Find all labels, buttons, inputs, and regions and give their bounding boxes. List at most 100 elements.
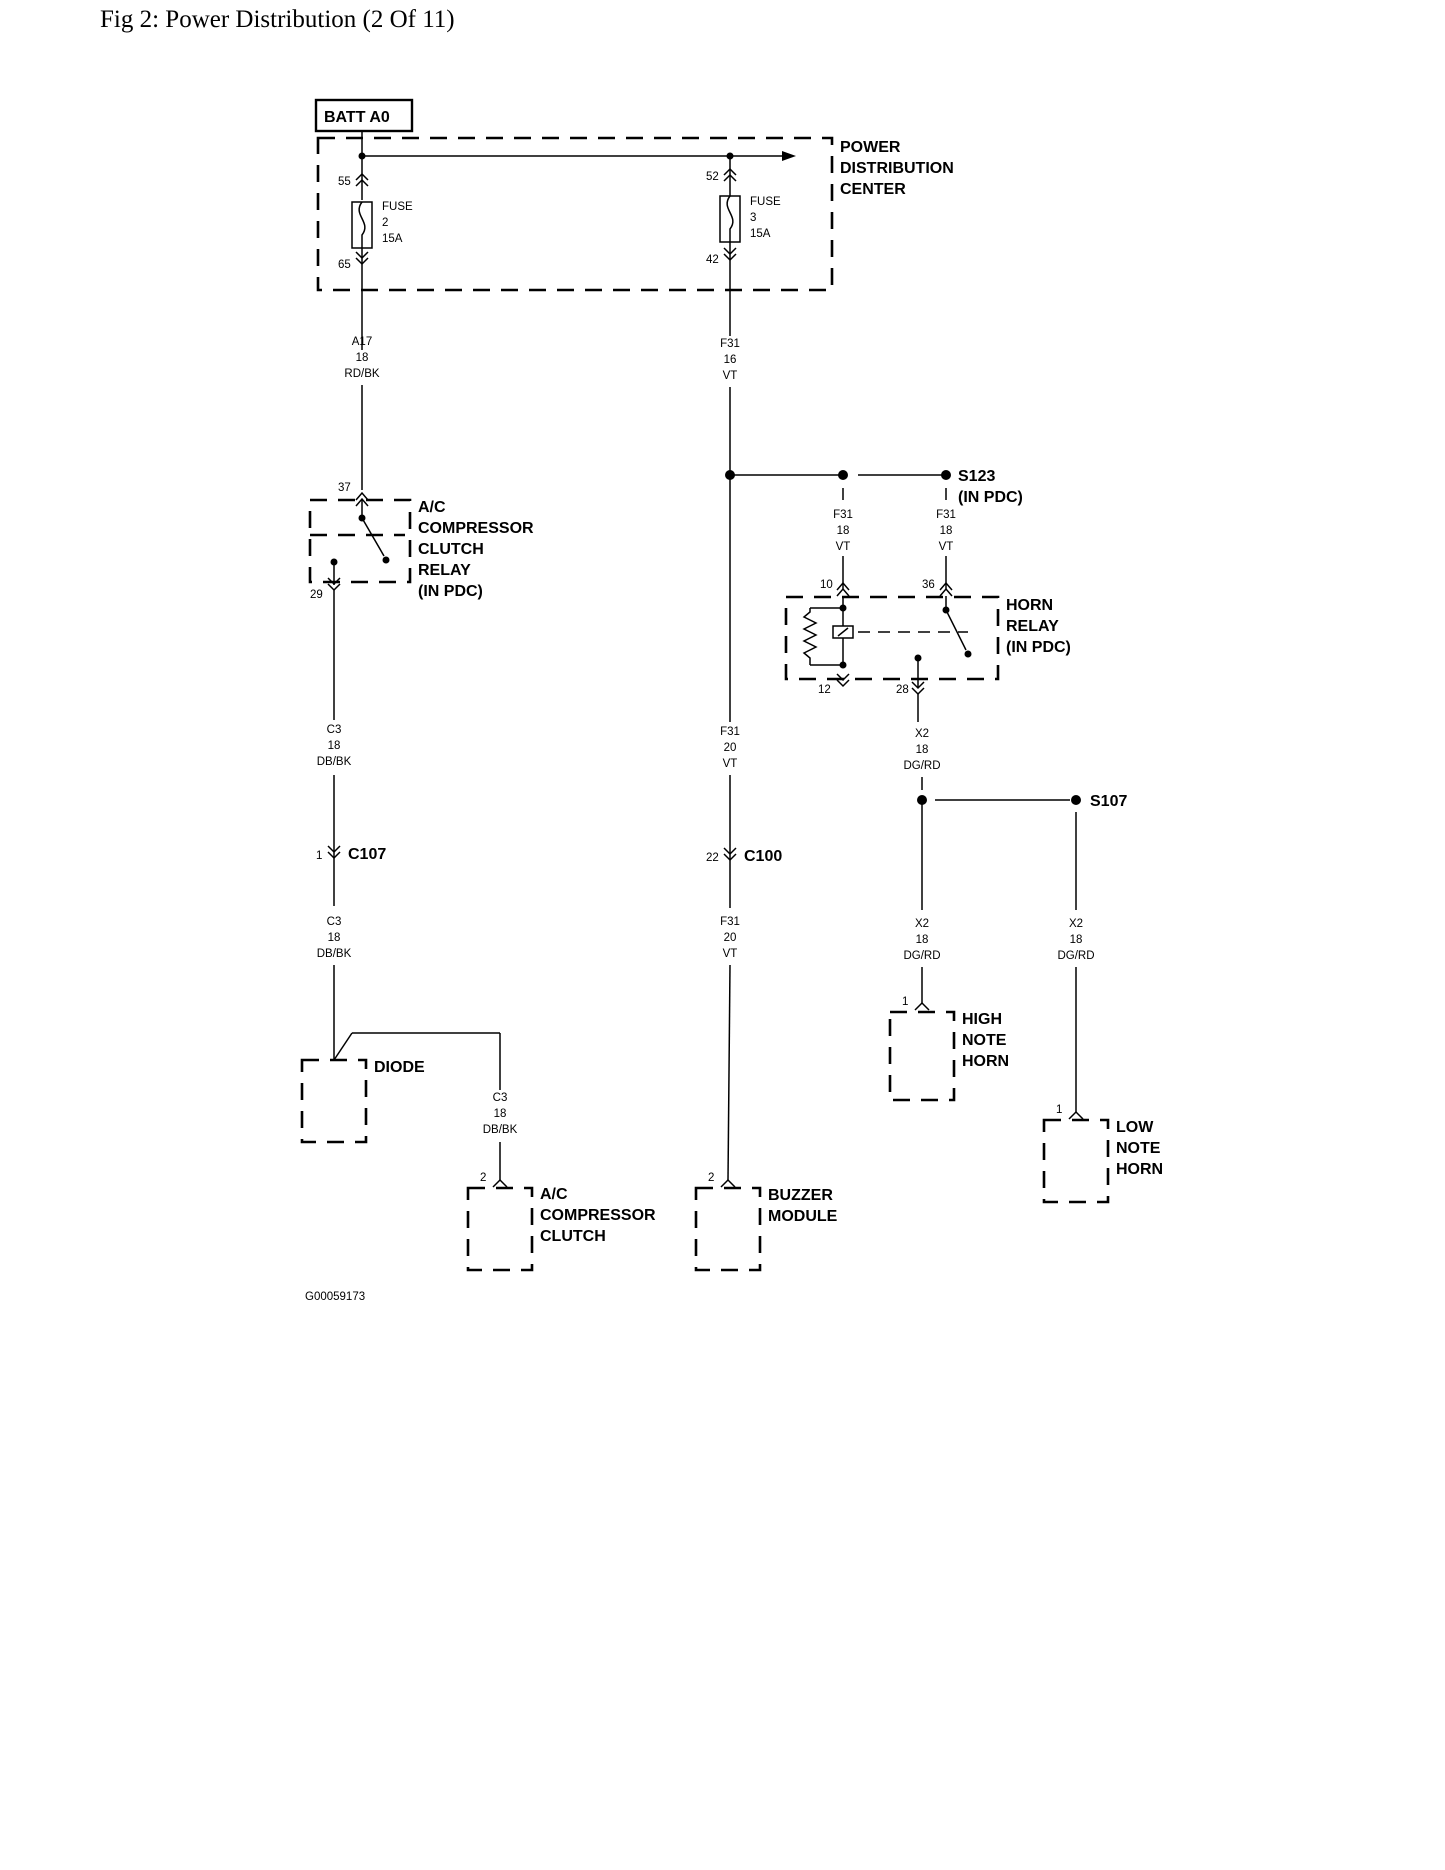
low-horn-label-1: LOW	[1116, 1119, 1154, 1136]
svg-text:VT: VT	[723, 948, 738, 960]
bus-arrow-icon	[782, 151, 796, 161]
fuse2-pin-bottom: 65	[338, 259, 351, 271]
wire-x2-a-label: X2 18 DG/RD	[903, 728, 940, 772]
wire-f31-relay-left-label: F31 18 VT	[833, 509, 853, 553]
wire-f31-20a-label: F31 20 VT	[720, 726, 740, 770]
fuse3-label-2: 3	[750, 212, 756, 224]
svg-text:F31: F31	[720, 338, 740, 350]
high-horn-pin: 1	[902, 996, 908, 1008]
pdc-label-1: POWER	[840, 139, 901, 156]
svg-text:18: 18	[916, 744, 929, 756]
ac-relay-label-3: CLUTCH	[418, 541, 484, 558]
high-note-horn: 1 HIGH NOTE HORN	[888, 996, 1009, 1102]
high-horn-label-2: NOTE	[962, 1032, 1007, 1049]
ac-relay-label-5: (IN PDC)	[418, 583, 483, 600]
s107-splice-dot	[1071, 795, 1081, 805]
fuse3-label-1: FUSE	[750, 196, 781, 208]
svg-text:18: 18	[494, 1108, 507, 1120]
wire-x2-b-label: X2 18 DG/RD	[903, 918, 940, 962]
fuse-3: 52 42 FUSE 3 15A	[706, 156, 781, 336]
fuse2-pin-top: 55	[338, 176, 351, 188]
buzzer-label-2: MODULE	[768, 1208, 838, 1225]
wire-f31-16-label: F31 16 VT	[720, 338, 740, 382]
wire-a17-label: A17 18 RD/BK	[344, 336, 379, 380]
svg-text:F31: F31	[720, 726, 740, 738]
wire-x2-c-label: X2 18 DG/RD	[1057, 918, 1094, 962]
s123-sub-label: (IN PDC)	[958, 489, 1023, 506]
wire-f31-relay-right-label: F31 18 VT	[936, 509, 956, 553]
s123-label: S123	[958, 468, 995, 485]
fuse2-label-1: FUSE	[382, 201, 413, 213]
horn-relay-label-3: (IN PDC)	[1006, 639, 1071, 656]
pdc-label-3: CENTER	[840, 181, 906, 198]
ac-relay-label-1: A/C	[418, 499, 446, 516]
svg-text:VT: VT	[723, 758, 738, 770]
ac-relay-pin-37: 37	[338, 482, 351, 494]
svg-text:DG/RD: DG/RD	[903, 950, 940, 962]
svg-text:18: 18	[328, 740, 341, 752]
s123-splice-dot	[941, 470, 951, 480]
horn-relay-label-2: RELAY	[1006, 618, 1059, 635]
batt-label: BATT A0	[324, 109, 390, 126]
svg-text:X2: X2	[915, 728, 929, 740]
wire-c3-c-label: C3 18 DB/BK	[483, 1092, 518, 1136]
low-horn-label-3: HORN	[1116, 1161, 1163, 1178]
svg-text:18: 18	[837, 525, 850, 537]
figure-id: G00059173	[305, 1291, 365, 1303]
svg-text:C3: C3	[327, 916, 342, 928]
svg-text:DG/RD: DG/RD	[1057, 950, 1094, 962]
fuse3-pin-top: 52	[706, 171, 719, 183]
svg-text:VT: VT	[723, 370, 738, 382]
ac-compressor-clutch: 2 A/C COMPRESSOR CLUTCH	[466, 1172, 656, 1272]
fuse3-label-3: 15A	[750, 228, 771, 240]
diode-label: DIODE	[374, 1059, 425, 1076]
svg-text:A17: A17	[352, 336, 372, 348]
svg-text:18: 18	[1070, 934, 1083, 946]
svg-text:DG/RD: DG/RD	[903, 760, 940, 772]
c100-label: C100	[744, 848, 782, 865]
pdc-enclosure	[316, 136, 834, 292]
ac-clutch-pin: 2	[480, 1172, 486, 1184]
batt-box	[314, 98, 414, 133]
fuse3-pin-bottom: 42	[706, 254, 719, 266]
svg-text:DB/BK: DB/BK	[317, 948, 352, 960]
buzzer-module: 2 BUZZER MODULE	[694, 1172, 838, 1272]
svg-text:18: 18	[328, 932, 341, 944]
svg-text:X2: X2	[1069, 918, 1083, 930]
ac-relay-pin-29: 29	[310, 589, 323, 601]
horn-relay-pin-12: 12	[818, 684, 831, 696]
horn-relay-pin-36: 36	[922, 579, 935, 591]
low-horn-label-2: NOTE	[1116, 1140, 1161, 1157]
s107-label: S107	[1090, 793, 1127, 810]
svg-text:20: 20	[724, 932, 737, 944]
svg-text:18: 18	[916, 934, 929, 946]
c107-pin: 1	[316, 850, 322, 862]
svg-text:20: 20	[724, 742, 737, 754]
fuse-2: 55 65 FUSE 2 15A	[338, 156, 413, 350]
svg-text:VT: VT	[939, 541, 954, 553]
fuse2-label-3: 15A	[382, 233, 403, 245]
ac-relay-label-2: COMPRESSOR	[418, 520, 534, 537]
svg-text:18: 18	[940, 525, 953, 537]
svg-text:RD/BK: RD/BK	[344, 368, 379, 380]
pdc-label-2: DISTRIBUTION	[840, 160, 954, 177]
horn-relay: 10 36 12 28 HORN RELAY (IN PDC)	[784, 579, 1071, 696]
low-horn-pin: 1	[1056, 1104, 1062, 1116]
ac-compressor-clutch-relay: 37 29 A/C COMPRESSOR CLUTCH RELAY (IN PD…	[308, 482, 534, 720]
ac-clutch-label-2: COMPRESSOR	[540, 1207, 656, 1224]
svg-text:C3: C3	[493, 1092, 508, 1104]
buzzer-pin: 2	[708, 1172, 714, 1184]
high-horn-label-1: HIGH	[962, 1011, 1002, 1028]
horn-relay-pin-10: 10	[820, 579, 833, 591]
diode: DIODE	[300, 1032, 501, 1144]
buzzer-label-1: BUZZER	[768, 1187, 833, 1204]
high-horn-label-3: HORN	[962, 1053, 1009, 1070]
low-note-horn: 1 LOW NOTE HORN	[1042, 1104, 1163, 1204]
svg-text:F31: F31	[833, 509, 853, 521]
svg-text:C3: C3	[327, 724, 342, 736]
svg-text:DB/BK: DB/BK	[317, 756, 352, 768]
svg-text:16: 16	[724, 354, 737, 366]
ac-relay-label-4: RELAY	[418, 562, 471, 579]
svg-text:F31: F31	[720, 916, 740, 928]
